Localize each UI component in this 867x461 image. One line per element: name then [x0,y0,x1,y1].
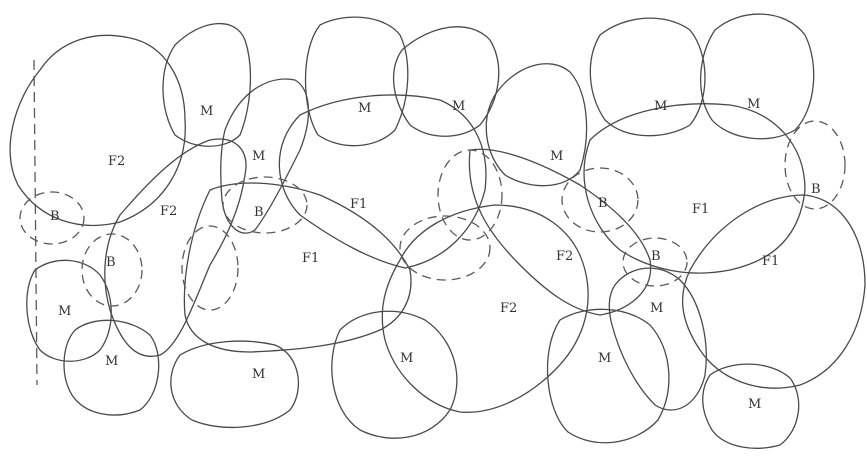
cell-m-far-left [26,259,112,362]
label-m-top-1: M [200,104,213,119]
cell-b-left [19,191,85,245]
cell-m-bottom-1 [170,340,300,428]
label-m-far-left: M [58,304,71,319]
cell-f2-top-left [9,34,186,227]
label-m-bottom-4: M [748,397,761,412]
cell-f1-far-right [681,194,866,389]
cell-f2-center [381,204,589,413]
label-m-mid: M [550,149,563,164]
cell-b-center-left [222,176,308,234]
cell-f2-center-right [468,148,652,316]
cell-m-top-1 [162,23,252,147]
label-m-top-5: M [747,97,760,112]
cell-b-center [399,215,491,281]
cell-b-center-upper [437,149,503,241]
label-m-upper-left: M [252,149,265,164]
cell-m-bottom-left [63,319,160,416]
label-m-bottom-left: M [105,354,118,369]
cell-m-top-5 [700,13,815,140]
cell-f2-mid-left [104,138,247,357]
cell-f1-right [583,103,806,274]
cell-m-top-2 [304,16,409,147]
label-f1-right: F1 [692,202,709,217]
cell-b-center-right [561,167,639,233]
cell-m-mid [485,63,588,187]
cell-m-bottom-2 [331,310,458,439]
cell-b-far-right [784,120,846,210]
label-m-top-3: M [452,99,465,114]
cell-b-left-low [81,233,143,307]
label-b-right-low: B [651,249,661,264]
cell-f1-center-left [183,182,412,353]
cell-m-bottom-3 [546,308,670,444]
label-m-right-small: M [650,301,663,316]
cell-b-right-low [622,237,688,287]
label-b-left: B [50,209,60,224]
label-f1-center-left: F1 [302,251,319,266]
cell-m-upper-left [220,78,310,234]
cell-f1-center [278,94,487,269]
label-b-center-right: B [598,196,608,211]
cell-m-top-4 [589,17,706,137]
label-f1-center: F1 [350,197,367,212]
label-f1-far-right: F1 [762,254,779,269]
label-b-center-left: B [254,205,264,220]
cell-m-right-small [608,267,707,411]
label-b-far-right: B [811,182,821,197]
label-m-top-2: M [358,101,371,116]
label-f2-mid-left: F2 [160,204,177,219]
label-m-bottom-3: M [598,351,611,366]
label-m-bottom-1: M [252,367,265,382]
boundary-dashed-line [33,59,38,386]
cell-m-top-3 [392,26,500,137]
label-m-bottom-2: M [400,351,413,366]
label-f2-top-left: F2 [108,154,125,169]
label-m-top-4: M [654,99,667,114]
label-f2-center: F2 [500,301,517,316]
label-b-left-low: B [106,255,116,270]
label-f2-center-right: F2 [556,249,573,264]
cell-m-bottom-4 [702,363,800,449]
cell-b-center-left-2 [181,225,239,311]
